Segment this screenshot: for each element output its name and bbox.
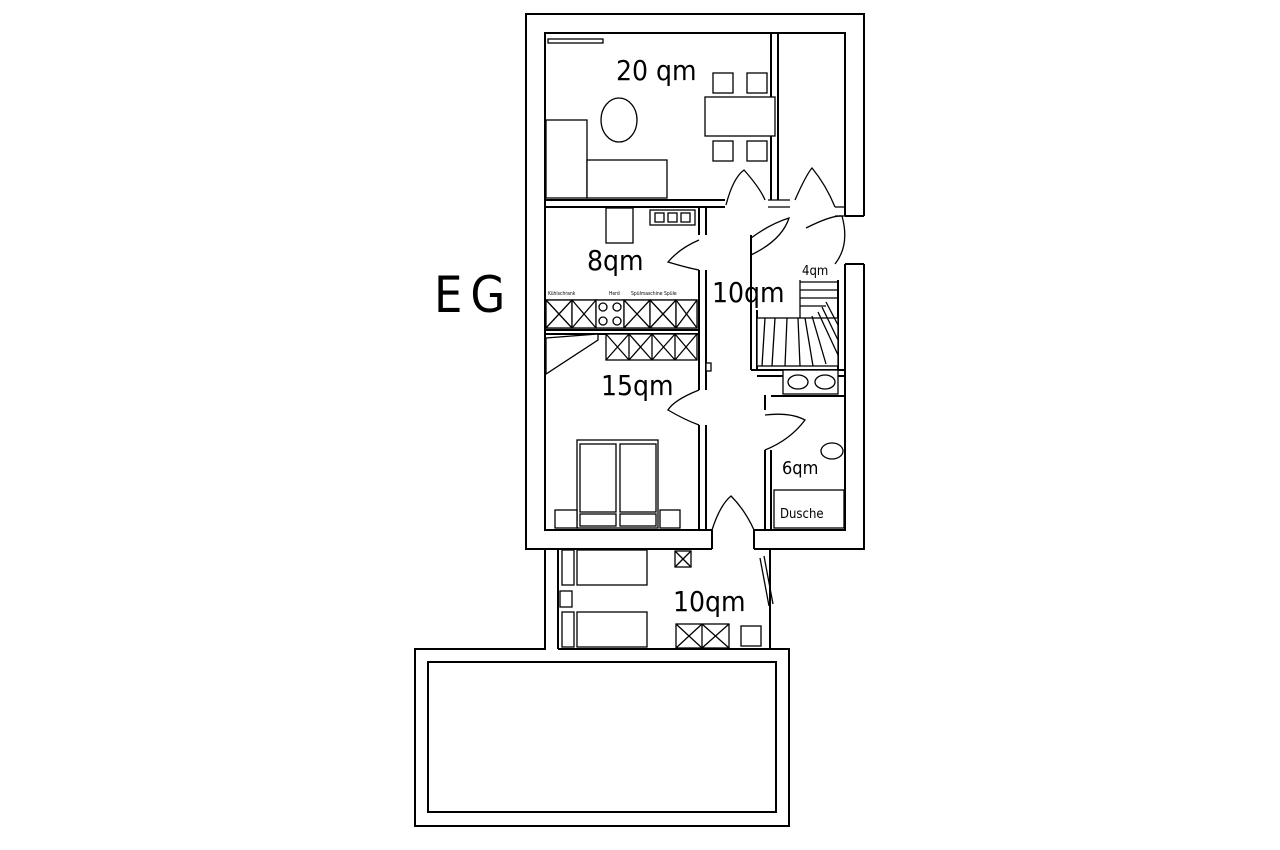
room-label-bath: 6qm — [782, 458, 818, 479]
room-label-living: 20 qm — [616, 54, 697, 87]
room-label-bedroom: 15qm — [601, 369, 674, 402]
bedroom-furniture — [545, 333, 698, 529]
shower-label: Dusche — [780, 507, 824, 522]
staircase — [756, 280, 839, 367]
stove-label: Herd — [609, 291, 620, 297]
kitchen-counter-units — [545, 299, 698, 329]
room-labels: 20 qm 8qm 10qm 4qm 15qm 6qm 10qm — [587, 54, 828, 618]
floor-label: EG — [434, 266, 513, 324]
annex-furniture — [559, 549, 762, 649]
room-label-annex: 10qm — [673, 585, 746, 618]
annex-walls — [414, 549, 790, 827]
fridge-label: Kühlschrank — [548, 291, 576, 297]
outer-walls — [525, 13, 866, 552]
bath-fixtures: Dusche — [773, 369, 845, 529]
kitchen-furniture: Kühlschrank Herd Spülmaschine Spüle — [545, 207, 698, 329]
door-swings — [666, 166, 846, 607]
room-label-kitchen: 8qm — [587, 244, 644, 277]
living-furniture — [545, 38, 776, 199]
room-label-hallway: 10qm — [712, 276, 785, 309]
room-label-stair: 4qm — [802, 264, 828, 279]
sink-label: Spüle — [664, 291, 677, 297]
dishwasher-label: Spülmaschine — [631, 291, 663, 297]
